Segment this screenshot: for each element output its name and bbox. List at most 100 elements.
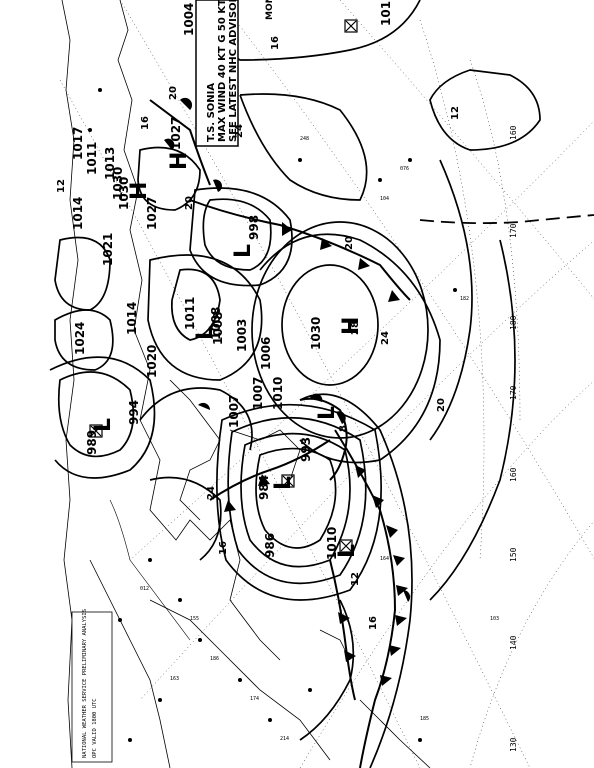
isobar-label: 1004 bbox=[182, 3, 196, 36]
longitude-label: 130 bbox=[509, 737, 518, 752]
pressure-center-value: 1030 bbox=[309, 317, 323, 350]
svg-text:076: 076 bbox=[400, 166, 409, 172]
svg-text:104: 104 bbox=[380, 196, 389, 202]
contour-label: 24 bbox=[234, 124, 245, 138]
longitude-label: 150 bbox=[509, 547, 518, 562]
lat-lon-grid bbox=[59, 0, 594, 768]
issuance-line-1: NATIONAL WEATHER SERVICE PRELIMINARY ANA… bbox=[82, 609, 88, 758]
pressure-center-value: 986 bbox=[263, 533, 277, 558]
advisory-line-1: T.S. SONIA bbox=[206, 83, 217, 142]
svg-text:155: 155 bbox=[190, 616, 199, 622]
isobar-label: 1021 bbox=[101, 233, 115, 266]
isobars bbox=[49, 0, 541, 768]
low-center-x-icon bbox=[281, 474, 295, 488]
low-center-x-icon bbox=[339, 539, 353, 553]
advisory-line-3: SEE LATEST NHC ADVISORY bbox=[228, 0, 239, 142]
contour-label: 8 bbox=[338, 425, 349, 432]
front-southwest bbox=[329, 559, 356, 701]
isobar-label: 1003 bbox=[235, 319, 249, 352]
svg-text:174: 174 bbox=[250, 696, 259, 702]
pressure-center-letter: L bbox=[231, 244, 256, 258]
longitude-label: 170 bbox=[509, 385, 518, 400]
isobar-label: 1020 bbox=[145, 345, 159, 378]
occluded-front bbox=[209, 439, 331, 501]
longitude-label: 180 bbox=[509, 315, 518, 330]
longitude-label: 160 bbox=[509, 467, 518, 482]
pressure-center-letter: L bbox=[91, 418, 116, 432]
isobar-label: 1010 bbox=[271, 377, 285, 410]
isobar-label: 1007 bbox=[251, 377, 265, 410]
contour-label: 28 bbox=[350, 321, 361, 335]
pressure-center-value: 1008 bbox=[211, 312, 225, 345]
pressure-center-value: 998 bbox=[247, 215, 261, 240]
longitude-label: 140 bbox=[509, 635, 518, 650]
advisory-line-2: MAX WIND 40 KT G 50 KT bbox=[217, 0, 228, 142]
isobar-label: 1014 bbox=[71, 197, 85, 230]
pressure-center-value: 1007 bbox=[227, 395, 241, 428]
pressure-center-value: 989 bbox=[85, 430, 99, 455]
isobar-label: 1006 bbox=[259, 337, 273, 370]
pressure-center-letter: L bbox=[315, 406, 340, 420]
longitude-labels: 130 140 150 160 170 180 170 160 bbox=[509, 125, 518, 752]
issuance-label: NATIONAL WEATHER SERVICE PRELIMINARY ANA… bbox=[71, 609, 113, 763]
svg-text:103: 103 bbox=[490, 616, 499, 622]
contour-label: 16 bbox=[368, 616, 379, 630]
trough-line bbox=[419, 214, 594, 225]
coastlines bbox=[61, 0, 431, 768]
longitude-label: 160 bbox=[509, 125, 518, 140]
contour-label: 12 bbox=[350, 572, 361, 586]
contour-label: 20 bbox=[184, 196, 195, 210]
pressure-centers: H 1030 H 1030 L 998 L 984 986 L 993 L 99… bbox=[85, 19, 364, 560]
contour-label: 16 bbox=[218, 541, 229, 555]
front-nw bbox=[149, 99, 211, 186]
isobar-label: 1014 bbox=[125, 302, 139, 335]
low-center-x-icon bbox=[89, 424, 103, 438]
svg-text:185: 185 bbox=[420, 716, 429, 722]
contour-label: 24 bbox=[380, 331, 391, 345]
pressure-center-letter: L bbox=[335, 544, 360, 558]
contour-label: 12 bbox=[56, 179, 67, 193]
isobar-label: 1017 bbox=[71, 127, 85, 160]
isobar-label: 1030 bbox=[117, 177, 131, 210]
isobar-labels: 1004 1017 1011 1013 1030 1014 1021 1027 … bbox=[71, 3, 285, 410]
svg-text:248: 248 bbox=[300, 136, 309, 142]
advisory-box: T.S. SONIA MAX WIND 40 KT G 50 KT SEE LA… bbox=[195, 0, 239, 147]
contour-label: 16 bbox=[270, 36, 281, 50]
isobar-label: 1008 bbox=[209, 307, 223, 340]
cold-front-main bbox=[334, 429, 397, 768]
isobar-label: 1011 bbox=[183, 297, 197, 330]
low-center-x-icon bbox=[344, 19, 358, 33]
pressure-center-value: 994 bbox=[127, 400, 141, 425]
cold-front-north bbox=[189, 199, 411, 301]
isobar-label: 1027 bbox=[145, 197, 159, 230]
svg-text:182: 182 bbox=[460, 296, 469, 302]
contour-labels: 16 12 20 24 28 20 24 16 12 20 24 16 8 12… bbox=[56, 36, 461, 630]
contour-label: 20 bbox=[436, 398, 447, 412]
pressure-center-letter: L bbox=[271, 476, 296, 490]
pressure-center-letter: H bbox=[127, 182, 152, 200]
isobar-label: 1011 bbox=[85, 142, 99, 175]
isobar-label: 1013 bbox=[103, 147, 117, 180]
pressure-center-value: 1027 bbox=[169, 117, 183, 150]
corner-text: MON bbox=[265, 0, 275, 20]
issuance-line-2: OPC VALID 1800 UTC bbox=[92, 698, 98, 758]
pressure-center-value: 984 bbox=[257, 475, 271, 500]
fronts bbox=[149, 97, 594, 768]
svg-text:163: 163 bbox=[170, 676, 179, 682]
pressure-center-value: 993 bbox=[299, 437, 313, 462]
svg-text:214: 214 bbox=[280, 736, 289, 742]
isobar-label: 1024 bbox=[73, 322, 87, 355]
edge-value: 101 bbox=[379, 1, 393, 26]
contour-label: 16 bbox=[140, 116, 151, 130]
pressure-center-letter: H bbox=[339, 317, 364, 335]
contour-label: 12 bbox=[450, 106, 461, 120]
svg-text:186: 186 bbox=[210, 656, 219, 662]
longitude-label: 170 bbox=[509, 223, 518, 238]
pressure-center-letter: H bbox=[167, 152, 192, 170]
contour-label: 20 bbox=[344, 236, 355, 250]
pressure-center-value: 1010 bbox=[325, 527, 339, 560]
pressure-center-value: 1030 bbox=[111, 167, 125, 200]
svg-text:164: 164 bbox=[380, 556, 389, 562]
